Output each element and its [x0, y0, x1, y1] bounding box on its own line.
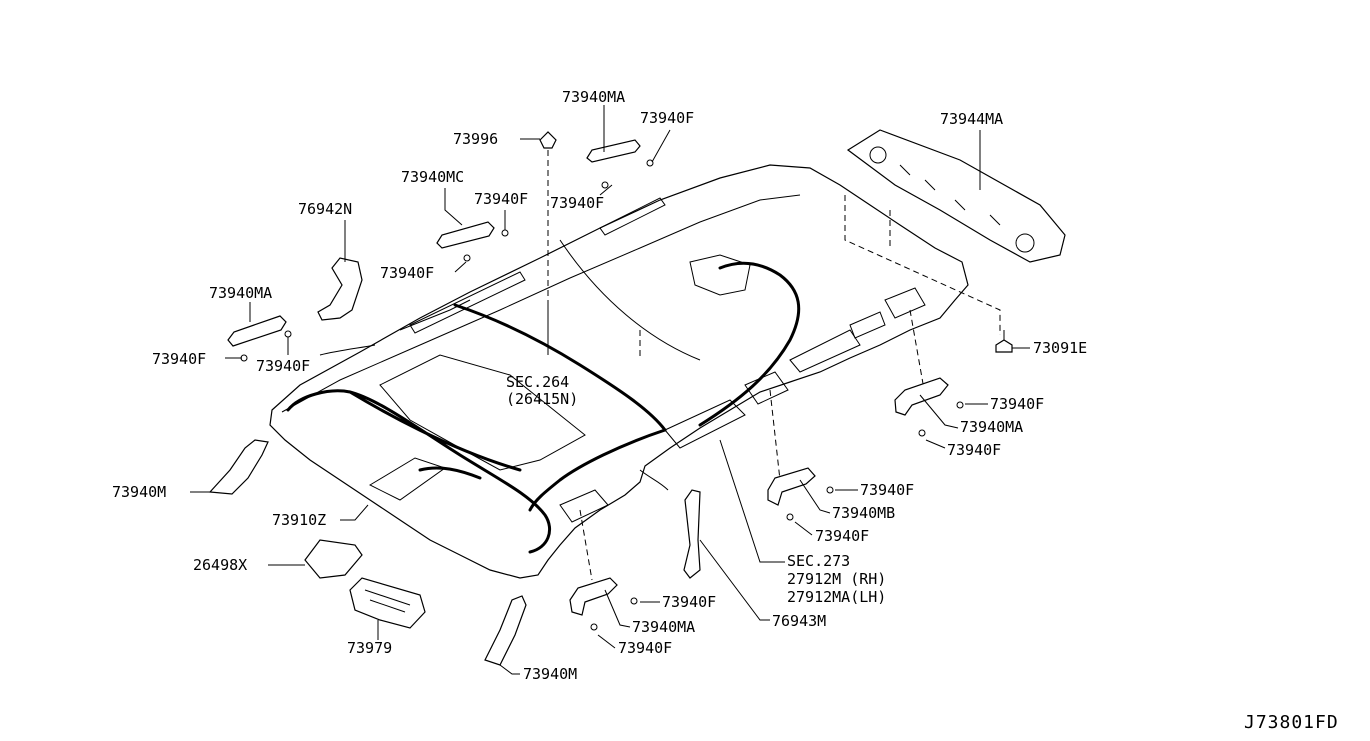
label-73940F-b1: 73940F: [662, 593, 716, 611]
assist-grip-73940MC: [436, 221, 495, 249]
assist-grip-bottom: [569, 577, 618, 616]
rear-panel-73944MA: [846, 129, 1066, 263]
label-76942N: 76942N: [298, 200, 352, 218]
label-73940F-b: 73940F: [550, 194, 604, 212]
label-73940MA-left: 73940MA: [209, 284, 272, 302]
grip-73940M-bottom: [484, 595, 527, 666]
label-73940M-left: 73940M: [112, 483, 166, 501]
console-73979: [349, 577, 426, 629]
label-73940F-top: 73940F: [640, 109, 694, 127]
label-76943M: 76943M: [772, 612, 826, 630]
label-73940MB: 73940MB: [832, 504, 895, 522]
label-73940MA-r: 73940MA: [960, 418, 1023, 436]
label-73940MA-top: 73940MA: [562, 88, 625, 106]
label-73940F-m1: 73940F: [860, 481, 914, 499]
label-sec273-lh: 27912MA(LH): [787, 588, 886, 606]
sun-visor-holder-76943M: [683, 489, 701, 579]
label-73979: 73979: [347, 639, 392, 657]
label-sec273: SEC.273: [787, 552, 850, 570]
label-sec264: SEC.264: [506, 373, 569, 391]
assist-grip-left: [227, 315, 287, 347]
label-73940F-r2: 73940F: [947, 441, 1001, 459]
label-73940MA-b: 73940MA: [632, 618, 695, 636]
label-73940M-bottom: 73940M: [523, 665, 577, 683]
label-73996: 73996: [453, 130, 498, 148]
assist-grip-top: [586, 139, 641, 163]
label-73940F-b2: 73940F: [618, 639, 672, 657]
clip-73996: [539, 131, 557, 149]
label-73940F-d: 73940F: [152, 350, 206, 368]
label-sec273-rh: 27912M (RH): [787, 570, 886, 588]
label-73940F-m2: 73940F: [815, 527, 869, 545]
grip-73940M-left: [208, 439, 269, 495]
label-26498X: 26498X: [193, 556, 247, 574]
label-73940F-c: 73940F: [380, 264, 434, 282]
label-73910Z: 73910Z: [272, 511, 326, 529]
label-73940MC: 73940MC: [401, 168, 464, 186]
lamp-26498X: [304, 539, 363, 579]
label-sec264-sub: (26415N): [506, 390, 578, 408]
label-73940F-r1: 73940F: [990, 395, 1044, 413]
label-73940F-a: 73940F: [474, 190, 528, 208]
dashed-leaders: [547, 150, 1001, 581]
headliner-panel: [269, 164, 969, 579]
part-labels: 73940MA 73940F 73996 73944MA 73940MC 739…: [112, 88, 1339, 733]
assist-grip-73940MB: [767, 467, 816, 506]
label-73940F-e: 73940F: [256, 357, 310, 375]
document-id: J73801FD: [1244, 712, 1339, 733]
wire-harness: [286, 261, 801, 554]
clip-73091E: [995, 330, 1013, 353]
leader-lines: [190, 105, 1030, 675]
label-73944MA: 73944MA: [940, 110, 1003, 128]
label-73091E: 73091E: [1033, 339, 1087, 357]
sun-visor-holder-76942N: [317, 257, 363, 321]
small-clips: [240, 159, 964, 631]
